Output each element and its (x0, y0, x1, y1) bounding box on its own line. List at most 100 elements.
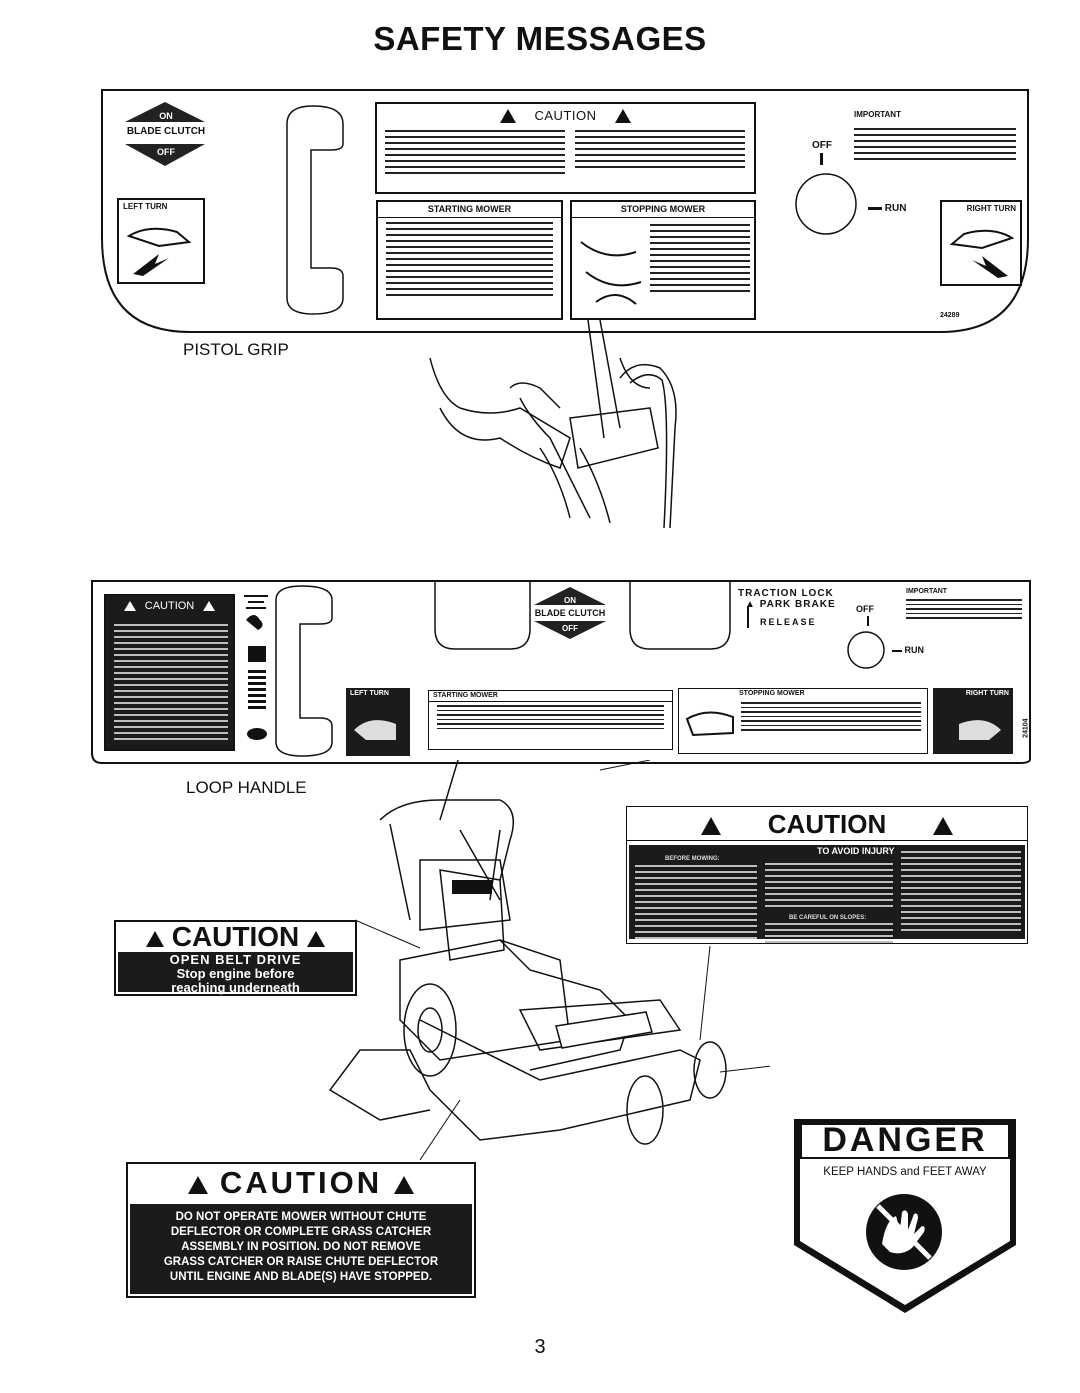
loop-stopping-panel: STOPPING MOWER (678, 688, 928, 754)
warning-triangle-icon (700, 817, 721, 836)
loop-clutch-label: BLADE CLUTCH (534, 608, 606, 618)
loop-clutch-off: OFF (562, 624, 578, 633)
traction-lever-line (747, 606, 749, 628)
loop-left-turn-panel: LEFT TURN (346, 688, 410, 756)
pistol-important-title: IMPORTANT (854, 110, 901, 119)
loop-part-number: 24104 (1022, 718, 1030, 738)
chute-line-5: UNTIL ENGINE AND BLADE(S) HAVE STOPPED. (169, 1271, 433, 1283)
loop-right-turn-panel: RIGHT TURN (933, 688, 1013, 754)
loop-caution-title: CAUTION (144, 600, 195, 612)
warning-triangle-icon (614, 108, 631, 123)
belt-line-3: reaching underneath (171, 980, 300, 995)
loop-important-title: IMPORTANT (906, 588, 948, 595)
chute-line-3: ASSEMBLY IN POSITION. DO NOT REMOVE (181, 1241, 421, 1253)
pistol-caution-title: CAUTION (534, 108, 597, 123)
chute-caution-decal: CAUTION DO NOT OPERATE MOWER WITHOUT CHU… (126, 1162, 476, 1298)
ignition-key-icon (795, 173, 857, 235)
before-mowing-text (635, 861, 757, 943)
chute-line-1: DO NOT OPERATE MOWER WITHOUT CHUTE (175, 1211, 427, 1223)
slopes-text (765, 919, 893, 947)
left-turn-label: LEFT TURN (123, 202, 168, 211)
clutch-label: BLADE CLUTCH (126, 126, 206, 137)
warning-triangle-icon (145, 930, 164, 947)
turn-arrow-icon (959, 720, 1001, 741)
belt-line-1: OPEN BELT DRIVE (169, 952, 302, 967)
pistol-important-text (854, 124, 1016, 164)
page-number: 3 (534, 1336, 546, 1358)
page-title: SAFETY MESSAGES (373, 20, 707, 57)
pistol-caution-text-right (575, 126, 745, 172)
loop-caution-panel: CAUTION (104, 594, 235, 751)
pistol-grip-illustration (429, 319, 677, 528)
before-mowing-heading: BEFORE MOWING: (665, 856, 720, 862)
loop-off-label: OFF (856, 604, 874, 614)
throttle-scale-icon (244, 595, 268, 740)
release-label: RELEASE (760, 617, 817, 627)
loop-clutch-on: ON (564, 596, 576, 605)
turn-arrow-icon (949, 229, 1015, 278)
loop-blade-clutch-icon (534, 587, 606, 639)
loop-off-tick (867, 616, 869, 626)
handle-bracket-outline (286, 105, 344, 315)
park-brake-label: PARK BRAKE (759, 599, 836, 610)
warning-triangle-icon (203, 601, 216, 612)
blade-clutch-diamond-icon (125, 102, 205, 166)
warning-triangle-icon (933, 817, 954, 836)
pistol-caution-text-left (385, 126, 565, 178)
warning-triangle-icon (500, 108, 517, 123)
clutch-off-label: OFF (157, 147, 175, 157)
danger-title: DANGER (822, 1121, 988, 1159)
danger-subtitle: KEEP HANDS and FEET AWAY (823, 1166, 987, 1178)
warning-triangle-icon (123, 601, 136, 612)
right-turn-label: RIGHT TURN (966, 204, 1016, 213)
avoid-injury-title: CAUTION (767, 809, 887, 839)
turtle-icon (247, 728, 267, 740)
loop-important-text (906, 596, 1022, 622)
pistol-stopping-text (650, 220, 750, 296)
left-turn-panel: LEFT TURN (117, 198, 205, 284)
right-column-text (901, 847, 1021, 935)
pistol-run-label: RUN (884, 203, 907, 214)
slopes-heading: BE CAREFUL ON SLOPES: (789, 915, 867, 921)
pistol-grip-label: PISTOL GRIP (183, 340, 289, 359)
hand-lever-icon (580, 241, 642, 305)
chute-line-2: DEFLECTOR OR COMPLETE GRASS CATCHER (170, 1226, 432, 1238)
avoid-injury-subtitle: TO AVOID INJURY (817, 846, 895, 856)
loop-run-label: RUN (904, 645, 925, 655)
pistol-part-number: 24289 (940, 312, 960, 319)
belt-drive-decal: CAUTION OPEN BELT DRIVE Stop engine befo… (114, 920, 357, 996)
chute-caution-title: CAUTION (219, 1165, 383, 1200)
warning-triangle-icon (393, 1175, 414, 1194)
belt-line-2: Stop engine before (176, 966, 295, 981)
loop-caution-text (114, 620, 228, 744)
loop-handle-label: LOOP HANDLE (186, 778, 307, 797)
loop-stopping-title: STOPPING MOWER (739, 690, 805, 697)
belt-caution-title: CAUTION (171, 921, 300, 952)
loop-right-turn-label: RIGHT TURN (965, 690, 1009, 697)
warning-triangle-icon (307, 930, 326, 947)
hand-lever-icon (685, 711, 734, 737)
hand-warning-icon (866, 1194, 942, 1270)
loop-ignition-key-icon (847, 631, 885, 669)
pistol-caution-panel: CAUTION (375, 102, 756, 194)
pistol-stopping-panel: STOPPING MOWER (570, 200, 756, 320)
loop-starting-title: STARTING MOWER (429, 691, 672, 703)
turn-arrow-icon (354, 720, 396, 741)
pistol-starting-title: STARTING MOWER (378, 202, 561, 218)
traction-lock-label: TRACTION LOCK (738, 588, 834, 599)
off-tick-mark (820, 153, 823, 165)
loop-left-turn-label: LEFT TURN (350, 690, 389, 697)
children-warning-text (765, 859, 893, 911)
pistol-starting-text (378, 221, 561, 296)
loop-bracket-outline (275, 585, 333, 757)
loop-starting-panel: STARTING MOWER (428, 690, 673, 750)
pistol-starting-panel: STARTING MOWER (376, 200, 563, 320)
chute-line-4: GRASS CATCHER OR RAISE CHUTE DEFLECTOR (163, 1256, 439, 1268)
warning-triangle-icon (188, 1175, 209, 1194)
right-turn-panel: RIGHT TURN (940, 200, 1022, 286)
loop-starting-text (429, 705, 672, 730)
pistol-stopping-title: STOPPING MOWER (572, 202, 754, 218)
mower-illustration (328, 760, 770, 1160)
avoid-injury-decal: CAUTION TO AVOID INJURY BEFORE MOWING: B… (626, 806, 1028, 944)
clutch-on-label: ON (159, 111, 173, 121)
